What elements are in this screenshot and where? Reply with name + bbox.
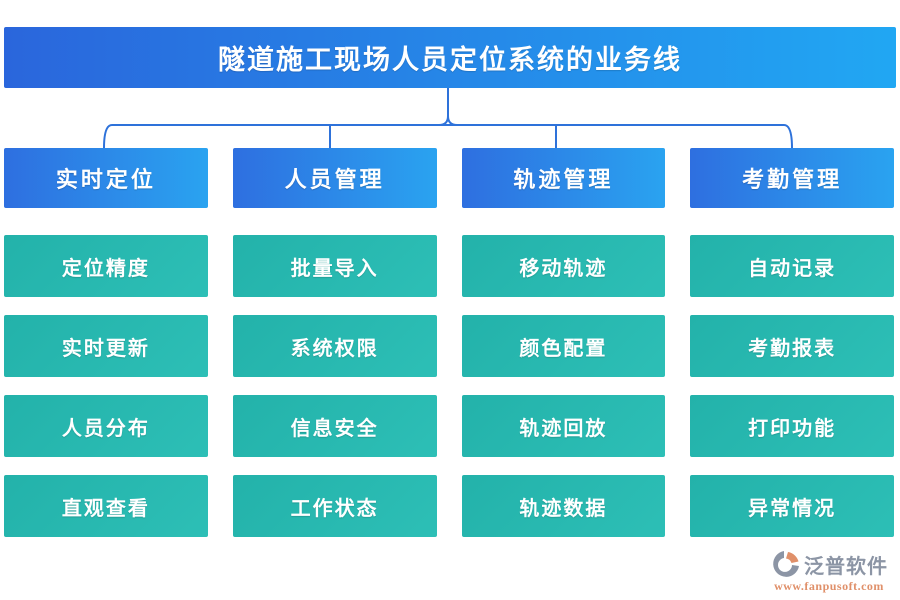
feature-box: 信息安全 [232, 395, 437, 457]
column-header-realtime-location: 实时定位 [4, 148, 208, 208]
feature-box: 轨迹回放 [461, 395, 666, 457]
column-header-label: 考勤管理 [742, 167, 843, 192]
brand-url: www.fanpusoft.com [774, 579, 884, 593]
feature-label: 异常情况 [748, 497, 837, 520]
feature-label: 直观查看 [61, 497, 150, 520]
feature-label: 颜色配置 [519, 337, 608, 360]
column-header-label: 人员管理 [284, 167, 385, 192]
column-attendance-management: 考勤管理 自动记录 考勤报表 打印功能 异常情况 [690, 148, 894, 537]
column-track-management: 轨迹管理 移动轨迹 颜色配置 轨迹回放 轨迹数据 [461, 148, 666, 537]
connector-lines [103, 88, 793, 148]
feature-box: 人员分布 [4, 395, 208, 457]
feature-label: 自动记录 [748, 257, 837, 280]
feature-box: 直观查看 [4, 475, 208, 537]
column-items: 批量导入 系统权限 信息安全 工作状态 [232, 235, 437, 537]
feature-box: 打印功能 [690, 395, 894, 457]
feature-label: 移动轨迹 [519, 257, 608, 280]
brand-name: 泛普软件 [804, 555, 888, 578]
feature-label: 实时更新 [61, 337, 150, 360]
title-banner: 隧道施工现场人员定位系统的业务线 [4, 27, 896, 88]
feature-box: 轨迹数据 [461, 475, 666, 537]
column-header-track-management: 轨迹管理 [461, 148, 666, 208]
feature-box: 系统权限 [232, 315, 437, 377]
feature-box: 移动轨迹 [461, 235, 666, 297]
feature-label: 批量导入 [290, 257, 379, 280]
column-realtime-location: 实时定位 定位精度 实时更新 人员分布 直观查看 [4, 148, 208, 537]
feature-box: 批量导入 [232, 235, 437, 297]
feature-box: 颜色配置 [461, 315, 666, 377]
feature-label: 考勤报表 [748, 337, 837, 360]
feature-label: 轨迹回放 [519, 417, 608, 440]
feature-label: 人员分布 [61, 417, 150, 440]
column-items: 移动轨迹 颜色配置 轨迹回放 轨迹数据 [461, 235, 666, 537]
page-title: 隧道施工现场人员定位系统的业务线 [218, 45, 682, 75]
fanpu-logo-icon [773, 551, 799, 577]
column-personnel-management: 人员管理 批量导入 系统权限 信息安全 工作状态 [232, 148, 437, 537]
feature-box: 自动记录 [690, 235, 894, 297]
feature-label: 轨迹数据 [519, 497, 608, 520]
feature-box: 实时更新 [4, 315, 208, 377]
column-header-personnel-management: 人员管理 [232, 148, 437, 208]
column-items: 定位精度 实时更新 人员分布 直观查看 [4, 235, 208, 537]
columns-grid: 实时定位 定位精度 实时更新 人员分布 直观查看 人员管理 批量导入 系统权限 … [4, 148, 894, 537]
feature-label: 系统权限 [290, 337, 379, 360]
feature-label: 工作状态 [290, 497, 379, 520]
column-items: 自动记录 考勤报表 打印功能 异常情况 [690, 235, 894, 537]
feature-box: 异常情况 [690, 475, 894, 537]
feature-label: 信息安全 [290, 417, 379, 440]
feature-label: 打印功能 [748, 417, 837, 440]
feature-box: 考勤报表 [690, 315, 894, 377]
column-header-label: 轨迹管理 [513, 167, 614, 192]
brand-watermark: 泛普软件 www.fanpusoft.com [770, 548, 888, 594]
column-header-attendance-management: 考勤管理 [690, 148, 894, 208]
feature-box: 定位精度 [4, 235, 208, 297]
feature-box: 工作状态 [232, 475, 437, 537]
column-header-label: 实时定位 [55, 167, 156, 192]
feature-label: 定位精度 [61, 257, 150, 280]
